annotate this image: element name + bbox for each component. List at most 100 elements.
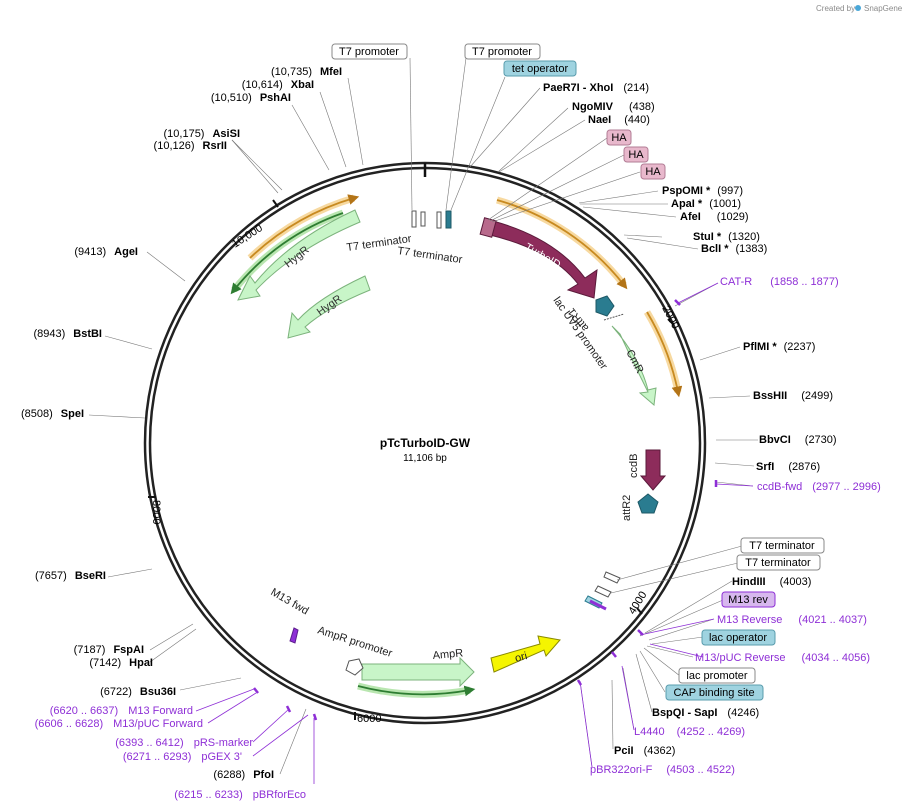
tick-mark-4000 xyxy=(636,607,643,615)
site-pspomi: PspOMI *(997) xyxy=(662,185,743,197)
attr2-feature xyxy=(637,493,659,514)
t7-terminator-mark-3 xyxy=(594,585,612,598)
m13-fwd-label: M13 fwd xyxy=(269,586,311,617)
primer-pgex-3: (6271 .. 6293)pGEX 3' xyxy=(123,751,242,763)
ha-box-3: HA xyxy=(640,163,666,180)
site-fspai: (7187)FspAI xyxy=(74,644,144,656)
primer-cat-r: CAT-R(1858 .. 1877) xyxy=(720,276,839,288)
primer-m13-reverse: M13 Reverse(4021 .. 4037) xyxy=(717,614,867,626)
ampr-promoter-label: AmpR promoter xyxy=(316,624,394,660)
ori-label: ori xyxy=(514,650,529,665)
ccdb-feature xyxy=(639,449,667,491)
site-stui: StuI *(1320) xyxy=(693,231,760,243)
leader-lines xyxy=(88,57,758,775)
m13-rev-box: M13 rev xyxy=(721,591,776,608)
site-bcli: BclI *(1383) xyxy=(701,243,767,255)
primer-l4440: L4440(4252 .. 4269) xyxy=(634,726,745,738)
attr1-feature xyxy=(595,295,615,317)
site-agei: (9413)AgeI xyxy=(74,246,138,258)
primer-pbrforeco: (6215 .. 6233)pBRforEco xyxy=(174,789,306,801)
site-bspqi-sapi: BspQI - SapI(4246) xyxy=(652,707,759,719)
site-naei: NaeI(440) xyxy=(588,114,650,126)
turboid-feature: TurboID xyxy=(479,217,598,299)
ha-box-1: HA xyxy=(606,129,632,146)
site-hpai: (7142)HpaI xyxy=(89,657,153,669)
m13-fwd-feature xyxy=(289,627,299,644)
green-arc-bottom xyxy=(357,685,476,697)
primer-m13-puc-reverse: M13/pUC Reverse(4034 .. 4056) xyxy=(695,652,870,664)
turboid-ha-tag-block xyxy=(479,217,497,238)
t7-terminator-box-1: T7 terminator xyxy=(740,537,825,554)
site-rsrii: (10,126)RsrII xyxy=(154,140,227,152)
primer-site-ticks xyxy=(253,299,718,721)
credit-prefix: Created by xyxy=(816,4,855,13)
svg-text:lac promoter: lac promoter xyxy=(686,670,747,682)
t7-promoter-mark-2 xyxy=(420,211,426,227)
t7-promoter-box-right: T7 promoter xyxy=(464,43,541,60)
site-bseri: (7657)BseRI xyxy=(35,570,106,582)
tet-operator-mark xyxy=(445,210,452,229)
svg-text:T7 terminator: T7 terminator xyxy=(749,540,815,552)
site-pshai: (10,510)PshAI xyxy=(211,92,291,104)
ampr-feature xyxy=(361,656,475,688)
cmr-label: CmR xyxy=(623,348,645,376)
ampr-promoter-feature xyxy=(345,658,364,676)
svg-text:T7 promoter: T7 promoter xyxy=(339,46,399,58)
ccdb-label: ccdB xyxy=(628,454,640,478)
orange-arc-right xyxy=(646,311,683,398)
site-asisi: (10,175)AsiSI xyxy=(164,128,241,140)
site-apai: ApaI *(1001) xyxy=(671,198,741,210)
svg-text:HA: HA xyxy=(628,149,644,161)
svg-text:T7 terminator: T7 terminator xyxy=(745,557,811,569)
site-bbvci: BbvCI(2730) xyxy=(759,434,837,446)
hygr-arrow-inner xyxy=(287,275,371,339)
t7-terminator-mark-2 xyxy=(603,571,621,584)
tick-2000: 2000 xyxy=(659,304,681,331)
t7-terminator-mark-1 xyxy=(436,211,442,229)
tick-4000: 4000 xyxy=(626,589,649,616)
svg-text:tet operator: tet operator xyxy=(512,63,569,75)
primer-m13-puc-forward: (6606 .. 6628)M13/pUC Forward xyxy=(35,718,203,730)
ori-feature xyxy=(490,635,561,673)
orange-arc-left xyxy=(249,194,360,259)
tick-6000: 6000 xyxy=(357,713,381,725)
ha-box-2: HA xyxy=(623,146,649,163)
site-bsu36i: (6722)Bsu36I xyxy=(100,686,176,698)
green-arc-left xyxy=(230,212,344,295)
primer-prs-marker: (6393 .. 6412)pRS-marker xyxy=(115,737,253,749)
site-pflmi: PflMI *(2237) xyxy=(743,341,815,353)
svg-text:T7 promoter: T7 promoter xyxy=(472,46,532,58)
cap-binding-site-box: CAP binding site xyxy=(665,684,764,701)
site-afei: AfeI(1029) xyxy=(680,211,749,223)
site-xbai: (10,614)XbaI xyxy=(242,79,314,91)
site-spei: (8508)SpeI xyxy=(21,408,84,420)
hygr-arrow-top xyxy=(237,209,361,301)
t7-promoter-box-left: T7 promoter xyxy=(331,43,408,60)
svg-text:HA: HA xyxy=(611,132,627,144)
lac-operator-box: lac operator xyxy=(701,629,776,646)
t7-terminator-label-2: T7 terminator xyxy=(397,245,464,266)
site-bstbi: (8943)BstBI xyxy=(33,328,102,340)
site-pcii: PciI(4362) xyxy=(614,745,675,757)
site-bsshii: BssHII(2499) xyxy=(753,390,833,402)
t7-promoter-mark-1 xyxy=(411,210,417,228)
primer-ccdb-fwd: ccdB-fwd(2977 .. 2996) xyxy=(757,481,881,493)
ampr-label: AmpR xyxy=(432,647,464,662)
lac-promoter-box: lac promoter xyxy=(678,667,756,684)
plasmid-name: pTcTurboID-GW xyxy=(380,436,471,450)
orange-arc-top xyxy=(496,199,628,290)
site-pfoi: (6288)PfoI xyxy=(213,769,274,781)
lac-uv5-promoter-feature xyxy=(603,313,625,321)
credit-brand: SnapGene xyxy=(864,4,903,13)
t7-terminator-box-2: T7 terminator xyxy=(736,554,821,571)
site-ngomiv: NgoMIV(438) xyxy=(572,101,655,113)
svg-text:CAP binding site: CAP binding site xyxy=(673,687,754,699)
cmr-feature xyxy=(611,325,657,406)
tick-mark-10000 xyxy=(272,199,279,208)
site-mfei: (10,735)MfeI xyxy=(271,66,342,78)
svg-text:lac operator: lac operator xyxy=(709,632,767,644)
site-hindiii: HindIII(4003) xyxy=(732,576,811,588)
primer-pbr322ori-f: pBR322ori-F(4503 .. 4522) xyxy=(590,764,735,776)
tet-operator-box: tet operator xyxy=(503,60,577,77)
